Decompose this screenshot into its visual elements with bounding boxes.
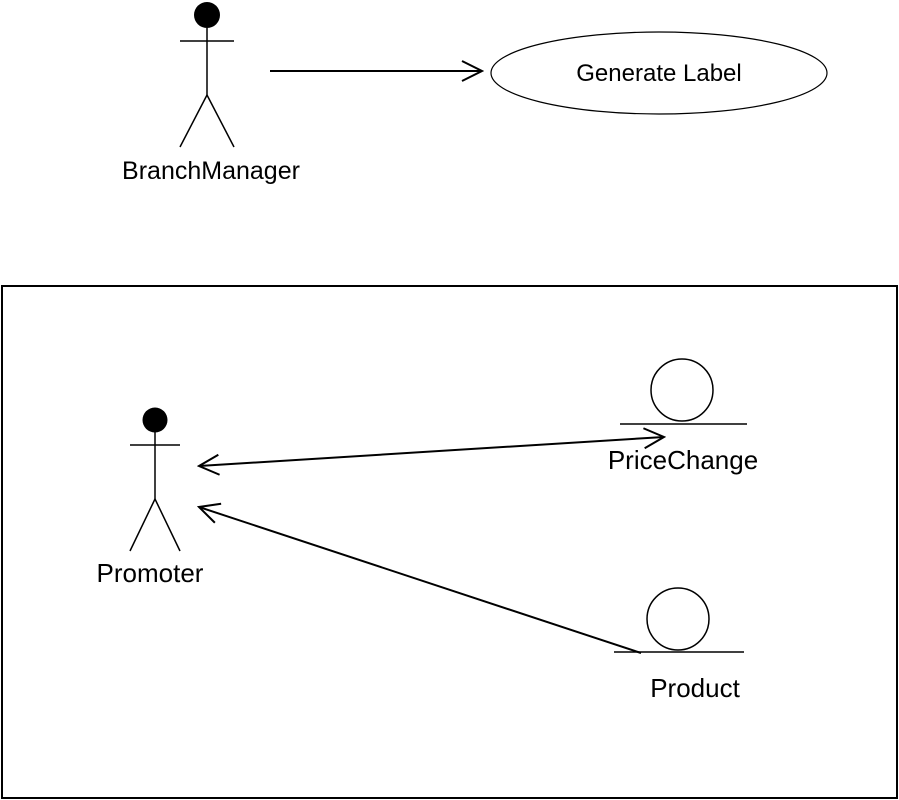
actor-left-leg bbox=[129, 498, 156, 552]
link-promoter-pricechange bbox=[199, 437, 664, 466]
actor-branchmanager-label: BranchManager bbox=[122, 157, 300, 185]
entity-icon bbox=[646, 587, 710, 651]
actor-right-leg bbox=[154, 498, 181, 552]
entity-product-label: Product bbox=[650, 673, 740, 703]
actor-right-leg bbox=[206, 94, 235, 148]
actor-head bbox=[194, 2, 220, 28]
collaboration-frame bbox=[1, 285, 898, 799]
actor-promoter: Promoter bbox=[97, 407, 204, 588]
use-case-generate-label: Generate Label bbox=[490, 31, 828, 115]
use-case-ellipse bbox=[490, 31, 828, 115]
actor-promoter-label: Promoter bbox=[97, 558, 204, 588]
use-case-generate-label-text: Generate Label bbox=[576, 60, 741, 87]
link-product-promoter bbox=[199, 507, 642, 654]
entity-pricechange-label: PriceChange bbox=[608, 445, 758, 475]
actor-branchmanager: BranchManager bbox=[122, 2, 300, 185]
entity-pricechange: PriceChange bbox=[608, 358, 758, 475]
entity-product: Product bbox=[614, 587, 744, 703]
actor-head bbox=[142, 407, 168, 433]
entity-icon bbox=[650, 358, 714, 422]
actor-left-leg bbox=[179, 94, 208, 148]
